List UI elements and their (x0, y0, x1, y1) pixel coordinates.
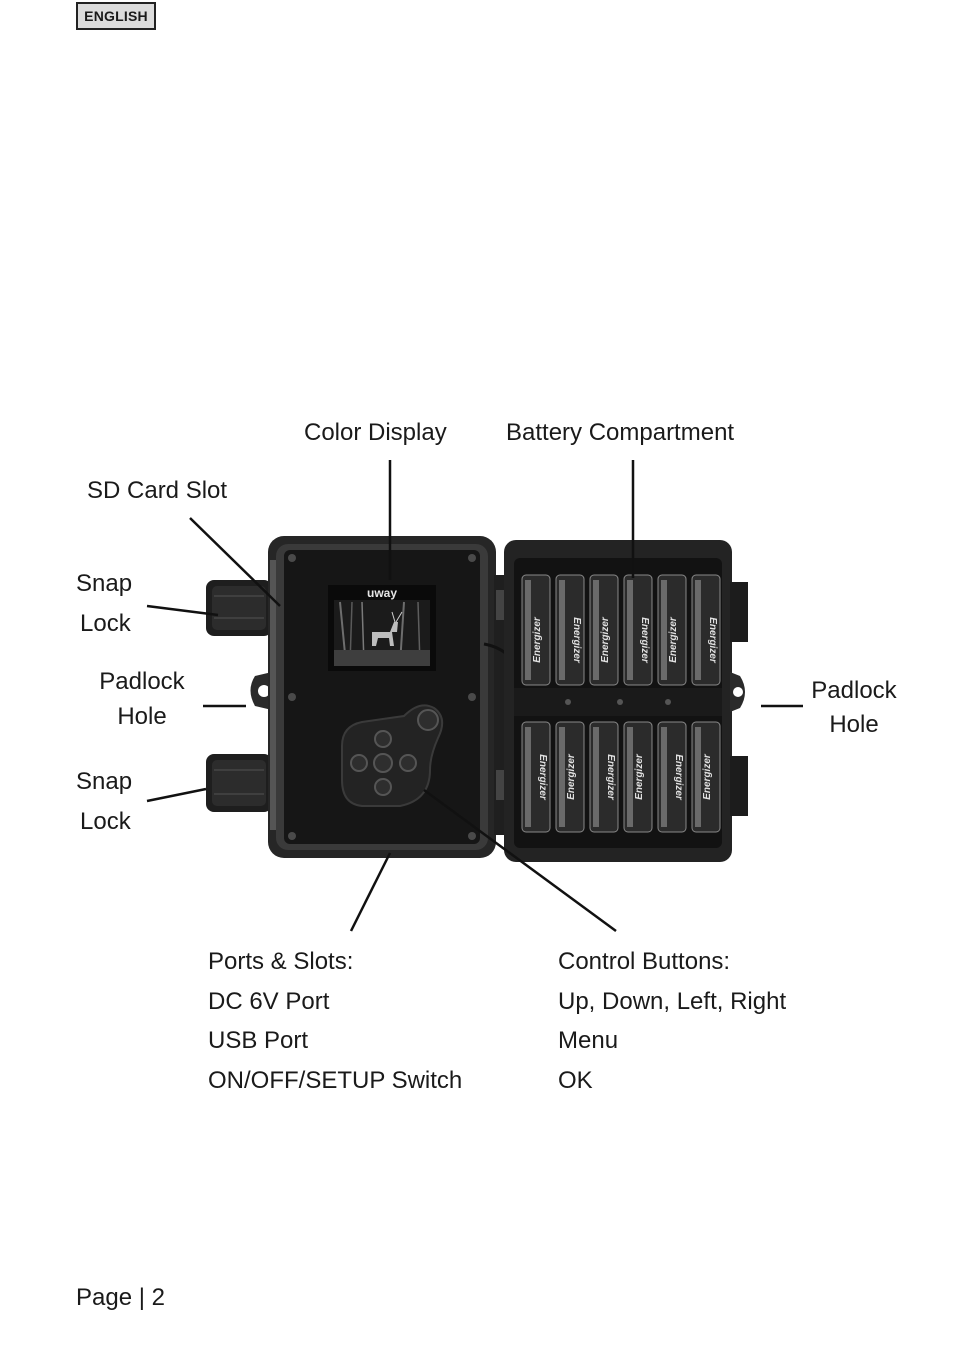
battery-brand: Energizer (639, 617, 650, 664)
battery-brand: Energizer (537, 754, 548, 801)
battery-brand: Energizer (600, 616, 611, 663)
label-padlock-hole-right-line2: Hole (829, 711, 879, 738)
label-snap-lock-top-line2: Lock (80, 610, 131, 637)
control-item: Up, Down, Left, Right (558, 987, 787, 1015)
control-buttons-block: Control Buttons: Up, Down, Left, Right M… (558, 942, 786, 1100)
battery-brand: Energizer (668, 616, 679, 663)
leader-control-buttons (423, 788, 617, 933)
snap-lock-bottom (206, 754, 272, 812)
label-color-display: Color Display (304, 419, 447, 446)
snap-lock-top (206, 580, 272, 636)
leader-lines (146, 460, 803, 933)
front-housing (268, 536, 496, 858)
label-sd-card-slot: SD Card Slot (87, 477, 228, 504)
label-padlock-hole-left-line1: Padlock (99, 668, 185, 695)
menu-button (417, 709, 439, 731)
battery-brand: Energizer (566, 753, 577, 800)
label-snap-lock-bottom-line2: Lock (80, 808, 131, 835)
label-battery-compartment: Battery Compartment (506, 419, 735, 446)
control-pad (341, 704, 444, 807)
page-number: Page | 2 (76, 1284, 165, 1311)
control-buttons-title: Control Buttons: (558, 948, 731, 975)
up-button (374, 730, 392, 748)
leader-snap-lock-bottom (146, 787, 207, 803)
color-display (328, 585, 436, 671)
ports-slots-title: Ports & Slots: (208, 948, 354, 975)
ports-item: DC 6V Port (208, 987, 330, 1015)
battery-brand: Energizer (702, 753, 713, 800)
battery-brand: Energizer (634, 753, 645, 800)
leader-sd-card-slot (189, 517, 281, 607)
battery-brand: Energizer (532, 616, 543, 663)
label-padlock-hole-left-line2: Hole (117, 703, 167, 730)
ports-slots-block: Ports & Slots: DC 6V Port USB Port ON/OF… (208, 942, 462, 1100)
down-button (374, 778, 392, 796)
battery-brand: Energizer (571, 617, 582, 664)
leader-snap-lock-top (146, 604, 219, 617)
battery-row-bottom (521, 721, 721, 833)
right-button (399, 754, 417, 772)
battery-brand: Energizer (707, 617, 718, 664)
left-button (350, 754, 368, 772)
control-item: OK (558, 1066, 593, 1094)
leader-ports-slots (349, 852, 392, 932)
ports-item: ON/OFF/SETUP Switch (208, 1066, 463, 1094)
ports-item: USB Port (208, 1027, 309, 1054)
ok-button (373, 753, 393, 773)
battery-row-top (521, 574, 721, 686)
label-snap-lock-bottom-line1: Snap (76, 768, 133, 795)
control-item: Menu (558, 1027, 619, 1054)
padlock-tab-left (250, 672, 272, 710)
language-tag: ENGLISH (76, 2, 156, 30)
label-snap-lock-top-line1: Snap (76, 570, 133, 597)
battery-brand: Energizer (605, 754, 616, 801)
screen-brand: uway (367, 586, 397, 600)
label-padlock-hole-right-line1: Padlock (811, 677, 897, 704)
battery-brand: Energizer (673, 754, 684, 801)
